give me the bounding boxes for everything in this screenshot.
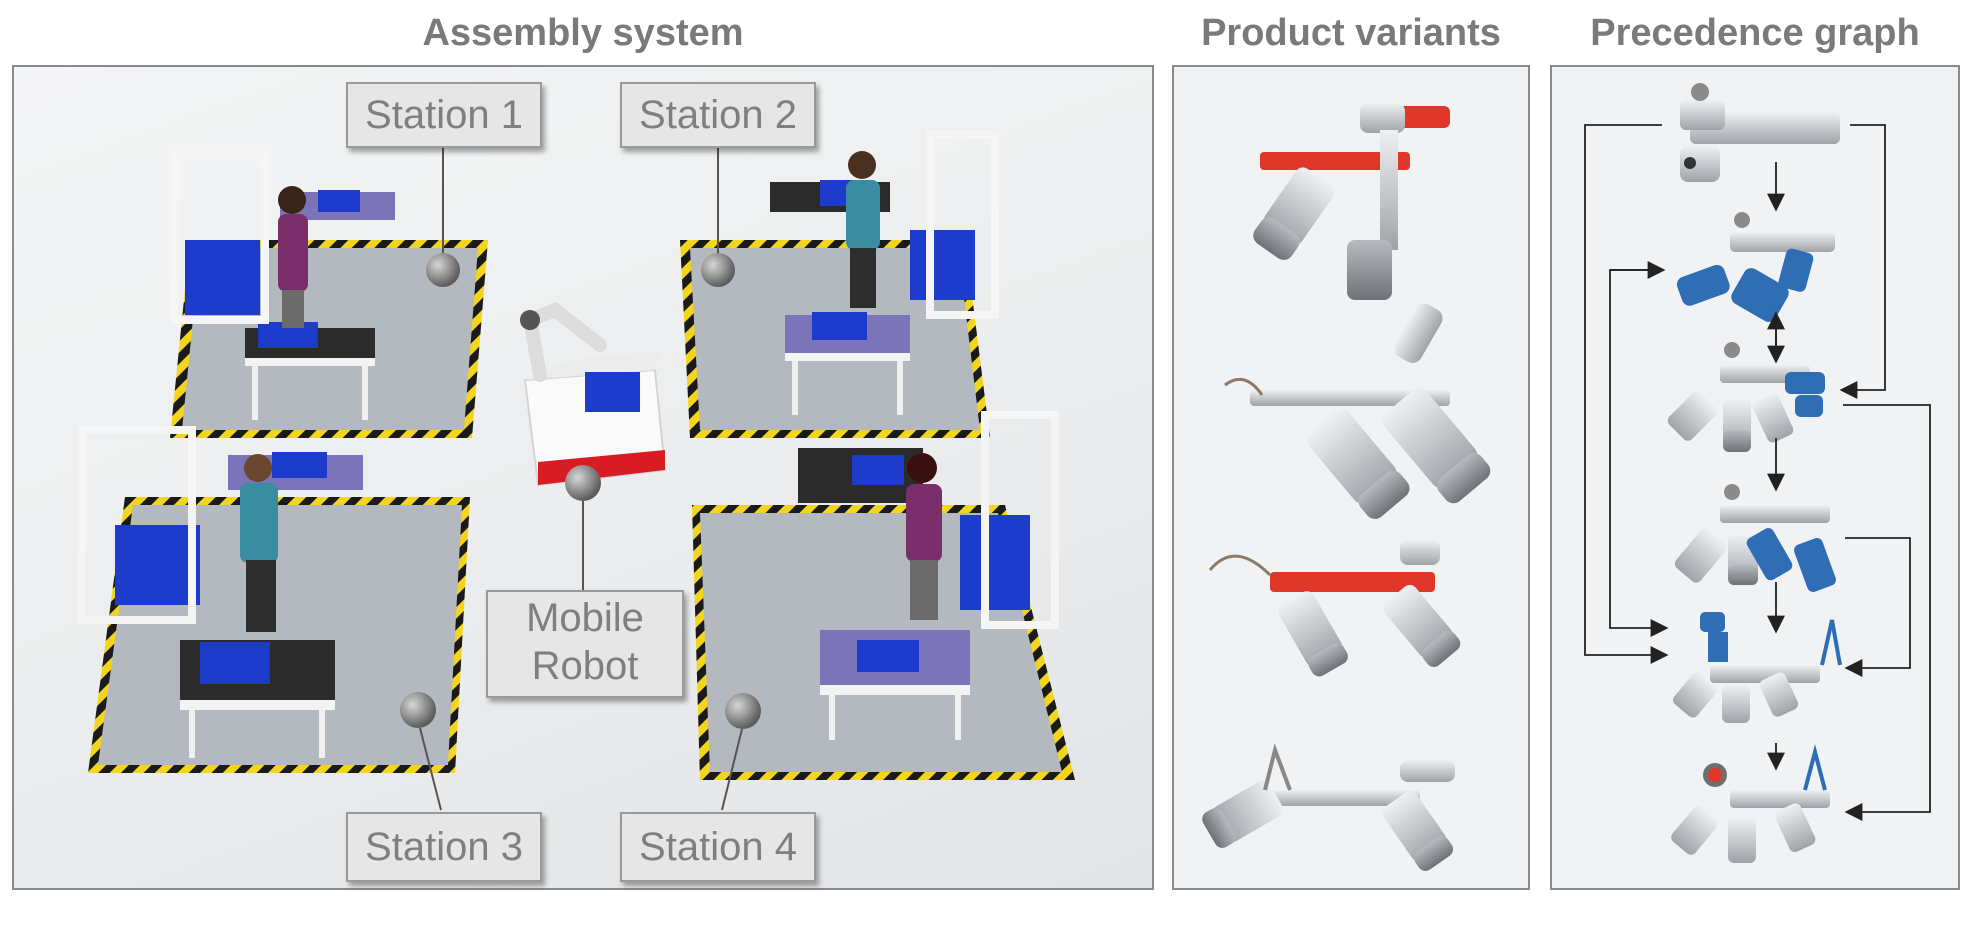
workbench-frame	[926, 131, 999, 319]
station-1-cell	[170, 146, 488, 438]
worker	[906, 453, 942, 620]
mobile-robot-label-line2: Robot	[531, 644, 639, 688]
blue-bin	[272, 452, 327, 478]
precedence-graph-heading: Precedence graph	[1590, 12, 1920, 54]
worker	[240, 454, 278, 632]
station-marker	[426, 253, 460, 287]
station-marker	[725, 693, 761, 729]
mobile-robot-illustration	[520, 302, 667, 501]
station-3-label: Station 3	[346, 812, 542, 882]
precedence-graph-panel	[1550, 65, 1960, 890]
precedence-arrows	[1584, 124, 1931, 821]
assembly-system-heading: Assembly system	[422, 12, 744, 54]
station-marker	[701, 253, 735, 287]
blue-bin	[318, 190, 360, 212]
blue-bin	[200, 642, 270, 684]
precedence-step-2	[1676, 212, 1835, 322]
precedence-step-5	[1673, 612, 1842, 723]
callout-leaders	[419, 145, 743, 811]
mobile-robot-label: Mobile Robot	[486, 590, 684, 698]
precedence-step-6	[1671, 744, 1830, 863]
station-2-cell	[680, 131, 999, 438]
precedence-step-1	[1680, 83, 1840, 182]
product-variant-4	[1202, 743, 1455, 871]
product-variant-1	[1253, 103, 1450, 300]
station-2-label: Station 2	[620, 82, 816, 148]
station-3-cell	[78, 426, 470, 773]
workbench-frame	[171, 146, 269, 324]
product-variant-3	[1208, 540, 1461, 677]
blue-bin	[852, 455, 904, 485]
station-4-label: Station 4	[620, 812, 816, 882]
station-1-label: Station 1	[346, 82, 542, 148]
product-variant-2	[1224, 303, 1491, 519]
mobile-robot-label-line1: Mobile	[526, 596, 644, 640]
worker	[278, 186, 308, 328]
product-variants-heading: Product variants	[1201, 12, 1501, 54]
robot-marker	[565, 465, 601, 501]
blue-bin	[857, 640, 919, 672]
precedence-step-3	[1667, 342, 1825, 452]
station-marker	[400, 692, 436, 728]
worker	[846, 151, 880, 308]
station-4-cell	[692, 411, 1075, 780]
blue-bin	[812, 312, 867, 340]
workbench-frame	[78, 426, 196, 624]
workbench-frame	[981, 411, 1059, 629]
precedence-step-4	[1674, 484, 1836, 592]
